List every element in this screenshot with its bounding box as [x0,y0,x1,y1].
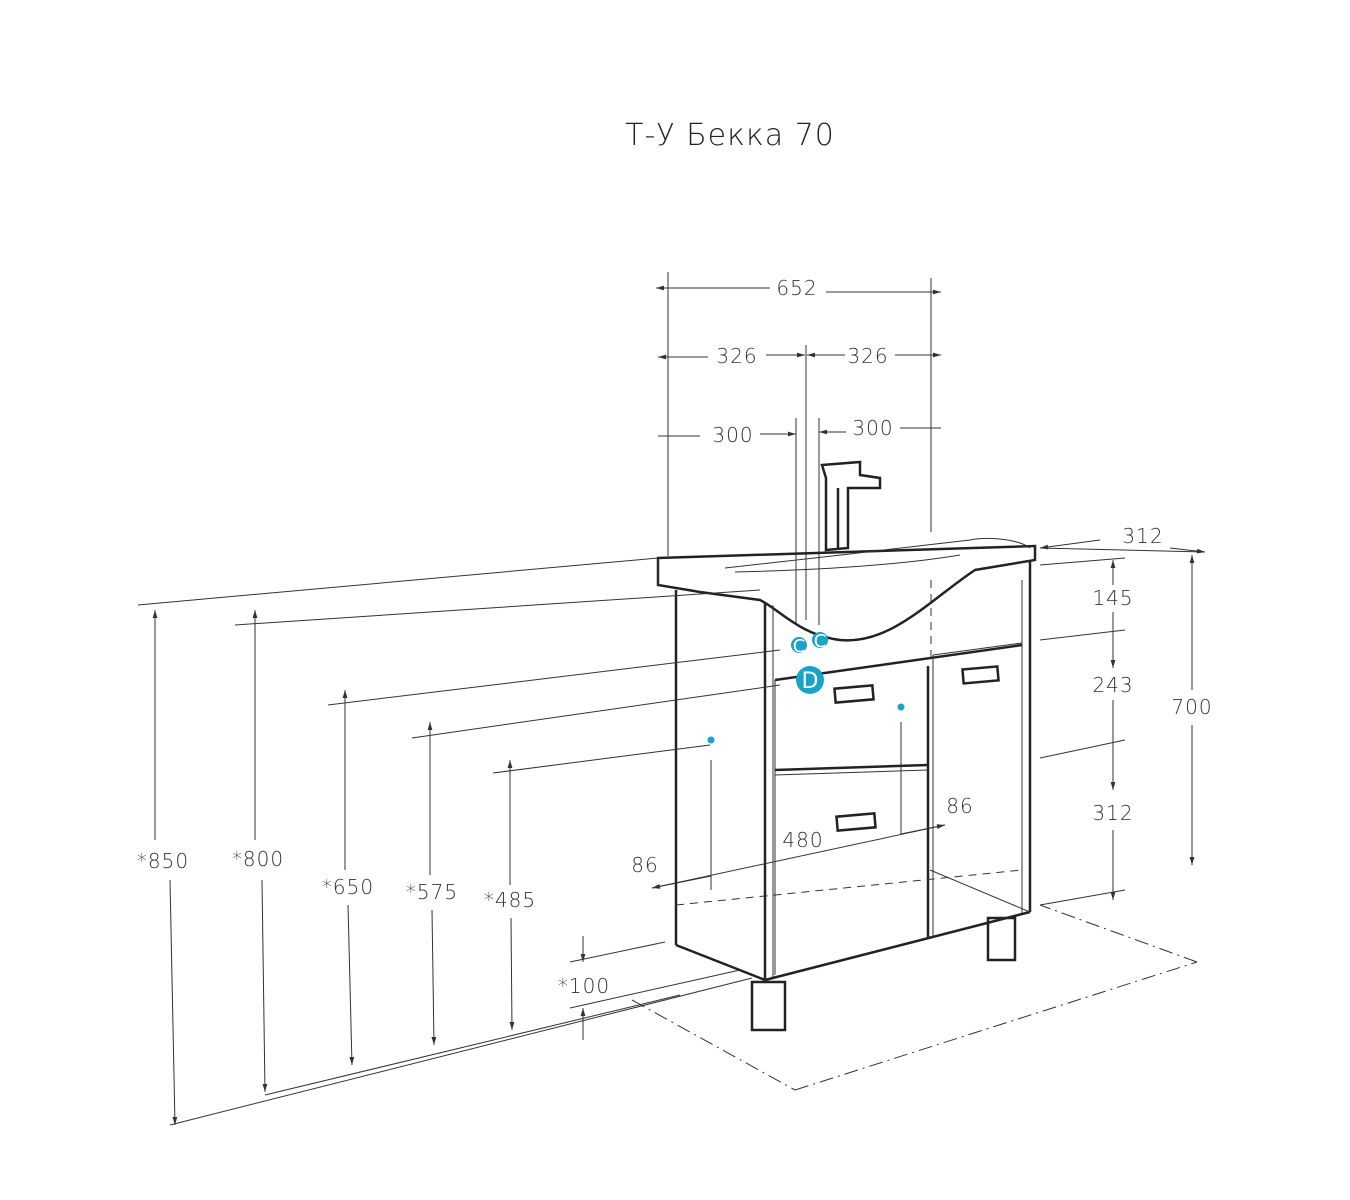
dim-850: *850 [137,849,189,873]
dim-312-height: 312 [1092,801,1133,825]
dim-480: 480 [782,828,823,852]
dim-326-right: 326 [847,344,888,368]
dim-652: 652 [776,276,817,300]
top-dimensions [656,272,941,625]
cold-inlet-marker: C [793,636,806,657]
leg-front [750,980,787,1032]
dim-300-right: 300 [852,416,893,440]
dim-145: 145 [1092,586,1133,610]
hot-inlet-marker: C [814,631,827,652]
right-dimensions [1039,539,1206,906]
inner-width-dimension [651,824,946,889]
left-dimensions [137,557,781,1126]
dim-86-right: 86 [946,794,973,818]
drain-marker: D [802,669,819,694]
drawer-handle-bottom [835,812,877,832]
drawer-handle-top [833,684,875,704]
dim-326-left: 326 [716,344,757,368]
drawing-title: Т-У Бекка 70 [625,118,835,153]
water-markers: C C D [791,631,828,694]
dim-800: *800 [232,847,284,871]
dim-312-depth: 312 [1122,524,1163,548]
dim-700: 700 [1171,695,1212,719]
dim-86-left: 86 [631,853,658,877]
basin [656,537,1037,642]
dim-650: *650 [322,875,374,899]
dim-243: 243 [1092,673,1133,697]
cabinet [674,560,1032,1032]
dim-575: *575 [406,880,458,904]
dim-100: *100 [558,974,610,998]
door-handle [961,665,1000,685]
floor-outline [169,904,1198,1126]
leg-back [986,916,1017,962]
faucet-icon [820,460,882,552]
dim-485: *485 [484,888,536,912]
dim-300-left: 300 [712,423,753,447]
